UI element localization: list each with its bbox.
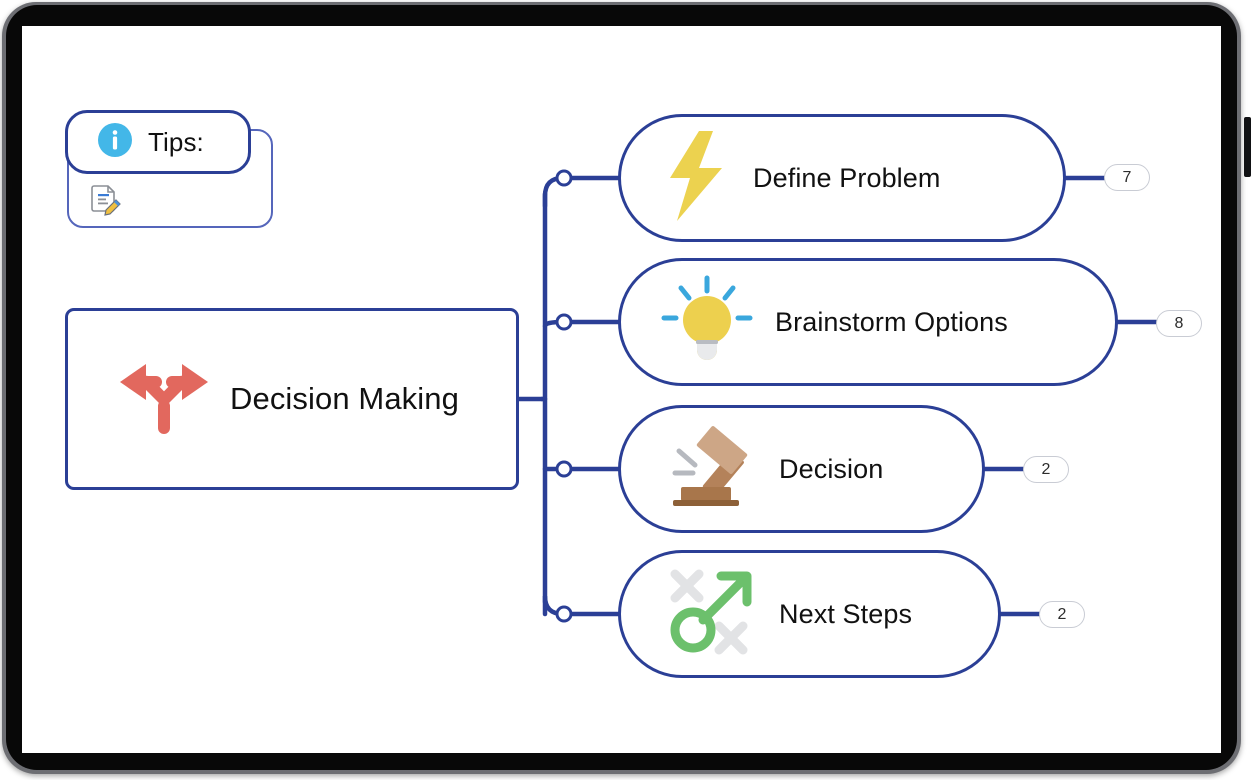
connector-branch-1: [542, 319, 621, 329]
tips-node[interactable]: Tips:: [65, 110, 251, 174]
device-screen: Tips:: [22, 26, 1221, 753]
lightning-bolt-icon: [661, 128, 731, 229]
junction-dot-3: [555, 605, 573, 623]
branch-count-badge[interactable]: 2: [1039, 601, 1085, 628]
memo-pencil-icon: [88, 182, 122, 221]
connector-branch-0: [542, 175, 621, 209]
root-node-decision-making[interactable]: Decision Making: [65, 308, 519, 490]
info-circle-icon: [96, 121, 134, 164]
branch-node-define-problem[interactable]: Define Problem: [618, 114, 1066, 242]
fork-arrows-icon: [116, 352, 212, 447]
junction-dot-2: [555, 460, 573, 478]
branch-label: Define Problem: [753, 162, 941, 193]
junction-dot-1: [555, 313, 573, 331]
mindmap-canvas[interactable]: Tips:: [22, 26, 1221, 753]
root-node-label: Decision Making: [230, 381, 459, 416]
branch-node-decision[interactable]: Decision: [618, 405, 985, 533]
branch-label: Decision: [779, 453, 884, 484]
branch-count-badge[interactable]: 2: [1023, 456, 1069, 483]
branch-count-badge[interactable]: 7: [1104, 164, 1150, 191]
branch-node-next-steps[interactable]: Next Steps: [618, 550, 1001, 678]
branch-count-badge[interactable]: 8: [1156, 310, 1202, 337]
branch-node-brainstorm-options[interactable]: Brainstorm Options: [618, 258, 1118, 386]
tips-label: Tips:: [148, 126, 204, 157]
junction-dot-0: [555, 169, 573, 187]
connector-branch-3: [542, 595, 621, 617]
branch-label: Brainstorm Options: [775, 306, 1008, 337]
branch-label: Next Steps: [779, 598, 913, 629]
power-button[interactable]: [1244, 117, 1251, 177]
gavel-icon: [661, 421, 757, 518]
light-bulb-icon: [661, 274, 753, 371]
target-arrow-icon: [661, 564, 757, 665]
